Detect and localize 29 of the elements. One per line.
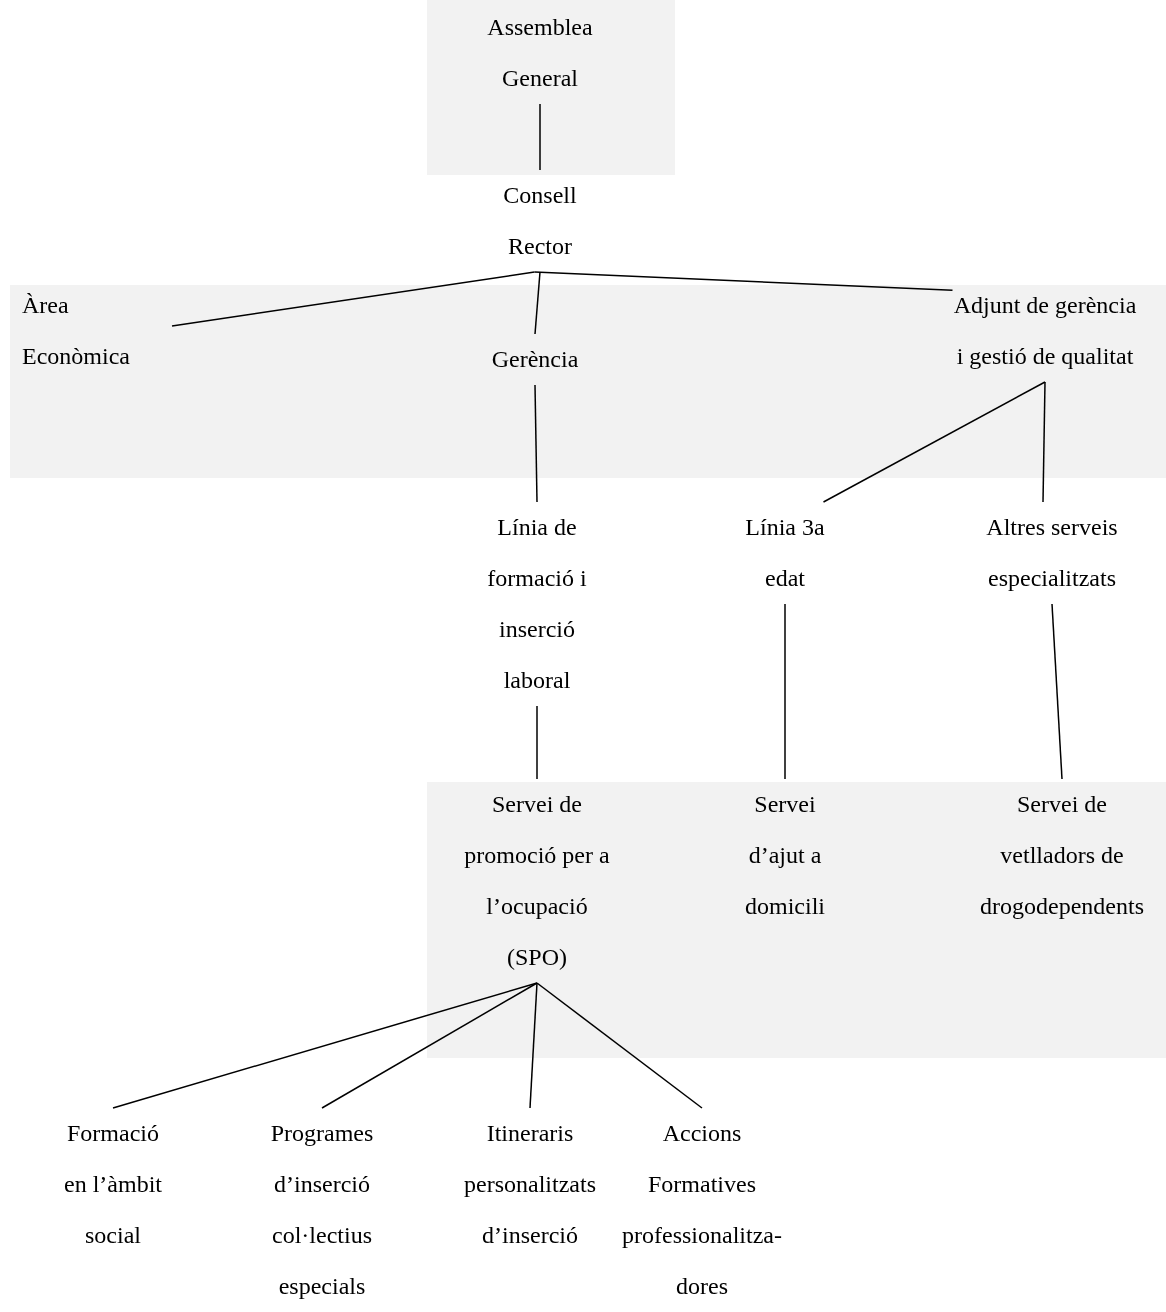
org-unit-label: Línia de formació i inserció laboral [474,502,600,706]
connector-line [536,982,703,1109]
connector-line [784,603,786,780]
org-unit-label: Assemblea General [470,2,610,104]
org-unit-label: Servei d’ajut a domicili [730,779,840,932]
connector-line [533,271,954,291]
connector-line [529,982,538,1109]
org-unit-label: Servei de promoció per a l’ocupació (SPO) [462,779,612,983]
org-unit-label: Gerència [460,334,610,385]
org-unit-label: Programes d’inserció col·lectius especials [257,1108,387,1312]
org-unit-label: Itineraris personalitzats d’inserció [447,1108,613,1261]
connector-line [822,381,1046,503]
org-unit-label: Formació en l’àmbit social [55,1108,171,1261]
connector-line [534,271,541,335]
org-unit-label: Altres serveis especialitzats [962,502,1142,604]
org-unit-label: Servei de vetlladors de drogodependents [967,779,1157,932]
org-unit-label: Accions Formatives professionalitza-dores [613,1108,791,1312]
org-unit-label: Línia 3a edat [730,502,840,604]
connector-line [1042,381,1046,503]
connector-line [171,271,536,327]
connector-line [534,384,538,503]
connector-line [321,982,538,1109]
connector-line [539,103,541,171]
org-unit-label: Àrea Econòmica [22,280,172,382]
connector-line [1051,603,1063,780]
connector-line [536,705,538,780]
connector-line [112,982,538,1109]
org-unit-label: Consell Rector [485,170,595,272]
org-unit-label: Adjunt de gerència i gestió de qualitat [952,280,1138,382]
